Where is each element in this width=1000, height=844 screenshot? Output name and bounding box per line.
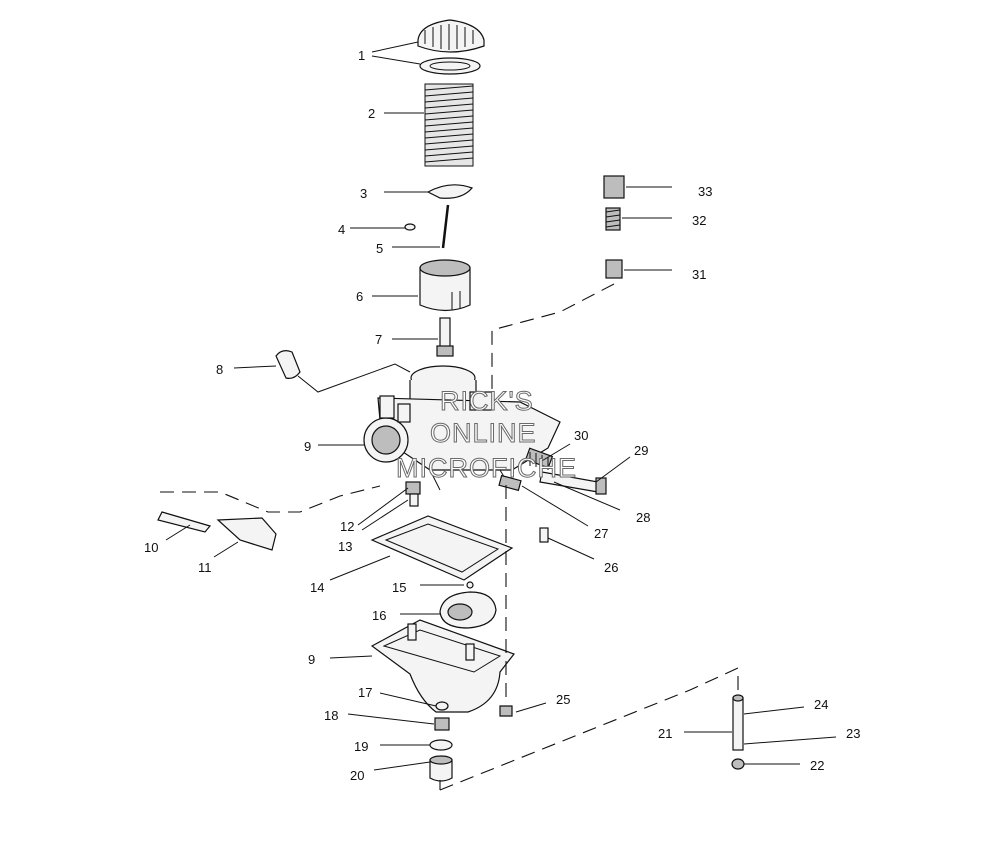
part-drain-screw — [539, 527, 549, 543]
part-bracket — [157, 485, 381, 551]
callout-28: 28 — [636, 510, 650, 525]
part-small-spring — [498, 474, 522, 492]
part-oring-19 — [429, 739, 453, 751]
callout-1: 1 — [358, 48, 365, 63]
part-float — [439, 591, 497, 629]
part-spring-32 — [605, 207, 621, 231]
callout-9-lower: 9 — [308, 652, 315, 667]
part-fitting-33 — [603, 175, 625, 199]
callout-26: 26 — [604, 560, 618, 575]
callout-18: 18 — [324, 708, 338, 723]
callout-11: 11 — [198, 560, 212, 575]
part-rubber-cap — [275, 350, 301, 379]
watermark-line-2: ONLINE — [430, 418, 537, 448]
part-drain-plug-20 — [429, 755, 453, 782]
part-main-jets — [405, 481, 421, 507]
watermark: RICK'S ONLINE MICROFICHE — [396, 386, 577, 484]
part-cap-22 — [731, 758, 745, 770]
watermark-line-3: MICROFICHE — [396, 453, 577, 483]
callout-23: 23 — [846, 726, 860, 741]
part-idle-screw — [524, 447, 554, 470]
part-float-gasket — [370, 515, 514, 581]
part-nut-18 — [434, 717, 450, 731]
part-tube-21 — [732, 694, 744, 751]
callout-17: 17 — [358, 685, 372, 700]
part-throttle-slide — [419, 259, 471, 312]
callout-6: 6 — [356, 289, 363, 304]
callout-20: 20 — [350, 768, 364, 783]
callout-16: 16 — [372, 608, 386, 623]
part-float-bowl — [370, 619, 515, 713]
callout-24: 24 — [814, 697, 828, 712]
part-float-pin — [466, 581, 474, 589]
callout-21: 21 — [658, 726, 672, 741]
callout-29: 29 — [634, 443, 648, 458]
part-needle-jet — [436, 317, 454, 357]
callout-30: 30 — [574, 428, 588, 443]
callout-4: 4 — [338, 222, 345, 237]
part-washer-17 — [435, 701, 449, 711]
callout-8: 8 — [216, 362, 223, 377]
callout-33: 33 — [698, 184, 712, 199]
callout-14: 14 — [310, 580, 324, 595]
callout-31: 31 — [692, 267, 706, 282]
callout-labels: 1 2 3 4 5 6 7 8 9 10 11 12 13 14 15 16 9… — [144, 48, 860, 783]
part-mixture-bolt — [539, 471, 607, 495]
part-jet-needle — [441, 204, 450, 249]
watermark-line-1: RICK'S — [440, 386, 534, 416]
part-screw-25 — [499, 705, 513, 717]
callout-13: 13 — [338, 539, 352, 554]
leader-lines — [165, 41, 837, 771]
part-top-cap — [417, 19, 485, 75]
callout-27: 27 — [594, 526, 608, 541]
callout-25: 25 — [556, 692, 570, 707]
callout-9-upper: 9 — [304, 439, 311, 454]
callout-12: 12 — [340, 519, 354, 534]
callout-2: 2 — [368, 106, 375, 121]
callout-5: 5 — [376, 241, 383, 256]
callout-22: 22 — [810, 758, 824, 773]
callout-15: 15 — [392, 580, 406, 595]
part-clip — [404, 223, 416, 231]
callout-32: 32 — [692, 213, 706, 228]
callout-10: 10 — [144, 540, 158, 555]
callout-3: 3 — [360, 186, 367, 201]
part-spring — [424, 83, 474, 167]
part-carburetor-body — [363, 365, 561, 491]
part-needle-plate — [426, 184, 474, 199]
callout-7: 7 — [375, 332, 382, 347]
callout-19: 19 — [354, 739, 368, 754]
part-fitting-31 — [605, 259, 623, 279]
